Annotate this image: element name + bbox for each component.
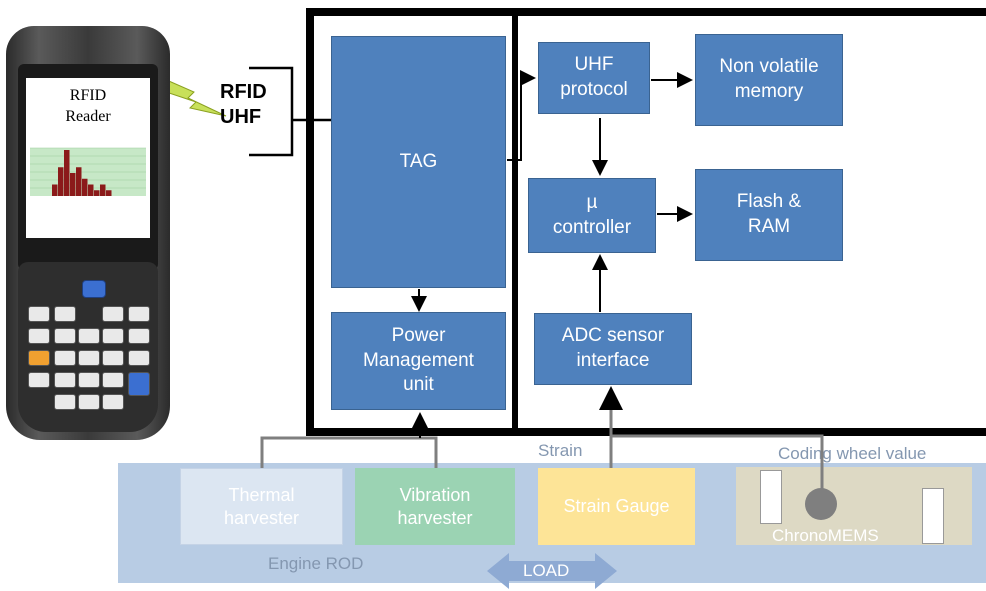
- histogram-bar: [82, 178, 88, 196]
- keypad-key: [78, 394, 100, 410]
- keypad-key: [102, 328, 124, 344]
- power-management-block: Power Management unit: [331, 312, 506, 410]
- coding-wheel-label: Coding wheel value: [778, 444, 927, 463]
- keypad-key: [102, 394, 124, 410]
- keypad-key: [28, 372, 50, 388]
- histogram-bar: [52, 184, 58, 196]
- keypad-key: [78, 350, 100, 366]
- rfid-bracket: [249, 66, 294, 157]
- microcontroller-block: µ controller: [528, 178, 656, 253]
- keypad-key: [28, 306, 50, 322]
- uhf-protocol-block: UHF protocol: [538, 42, 650, 114]
- chip-divider: [512, 8, 518, 436]
- histogram-bar: [100, 184, 106, 196]
- histogram-bar: [76, 167, 82, 196]
- tag-to-uhf-arrow: [507, 70, 536, 161]
- engine-rod-label: Engine ROD: [268, 554, 364, 573]
- keypad-key: [128, 350, 150, 366]
- device-screen: RFID Reader: [26, 78, 150, 238]
- flash-ram-block: Flash & RAM: [695, 169, 843, 261]
- tag-block: TAG: [331, 36, 506, 288]
- keypad-key: [102, 350, 124, 366]
- load-label: LOAD: [523, 561, 570, 580]
- histogram-bar: [106, 190, 112, 196]
- histogram-bar: [58, 167, 64, 196]
- keypad-key: [78, 328, 100, 344]
- keypad-key: [102, 372, 124, 388]
- vibration-harvester: Vibration harvester: [355, 468, 515, 545]
- chronomems-slot-left: [760, 470, 782, 524]
- keypad-key: [78, 372, 100, 388]
- harvester-feed-line: [260, 436, 438, 468]
- keypad-key: [128, 306, 150, 322]
- keypad-key: [54, 350, 76, 366]
- nav-button: [82, 280, 106, 298]
- rfid-uhf-label: RFID UHF: [220, 81, 267, 128]
- adc-sensor-interface-block: ADC sensor interface: [534, 313, 692, 385]
- non-volatile-memory-block: Non volatile memory: [695, 34, 843, 126]
- keypad-key: [54, 306, 76, 322]
- coding-wheel-line: [611, 434, 824, 490]
- keypad-key: [54, 328, 76, 344]
- keypad-key: [128, 372, 150, 396]
- keypad-key: [54, 394, 76, 410]
- screen-histogram: [30, 147, 146, 196]
- histogram-bar: [94, 190, 100, 196]
- strain-gauge: Strain Gauge: [538, 468, 695, 545]
- keypad-key: [28, 350, 50, 366]
- chronomems-slot-right: [922, 488, 944, 544]
- keypad-key: [54, 372, 76, 388]
- histogram-bar: [64, 150, 70, 196]
- load-arrow: [487, 553, 617, 589]
- coding-wheel: [805, 488, 837, 520]
- wireless-bolt-icon: [161, 77, 227, 117]
- thermal-harvester: Thermal harvester: [180, 468, 343, 545]
- keypad-key: [102, 306, 124, 322]
- keypad-key: [128, 328, 150, 344]
- histogram-bar: [88, 184, 94, 196]
- screen-title: RFID Reader: [65, 87, 111, 125]
- chronomems-label: ChronoMEMS: [772, 526, 879, 545]
- histogram-bar: [70, 173, 76, 196]
- rfid-reader-device: RFID Reader: [6, 26, 170, 440]
- keypad-key: [28, 328, 50, 344]
- strain-label: Strain: [538, 441, 583, 460]
